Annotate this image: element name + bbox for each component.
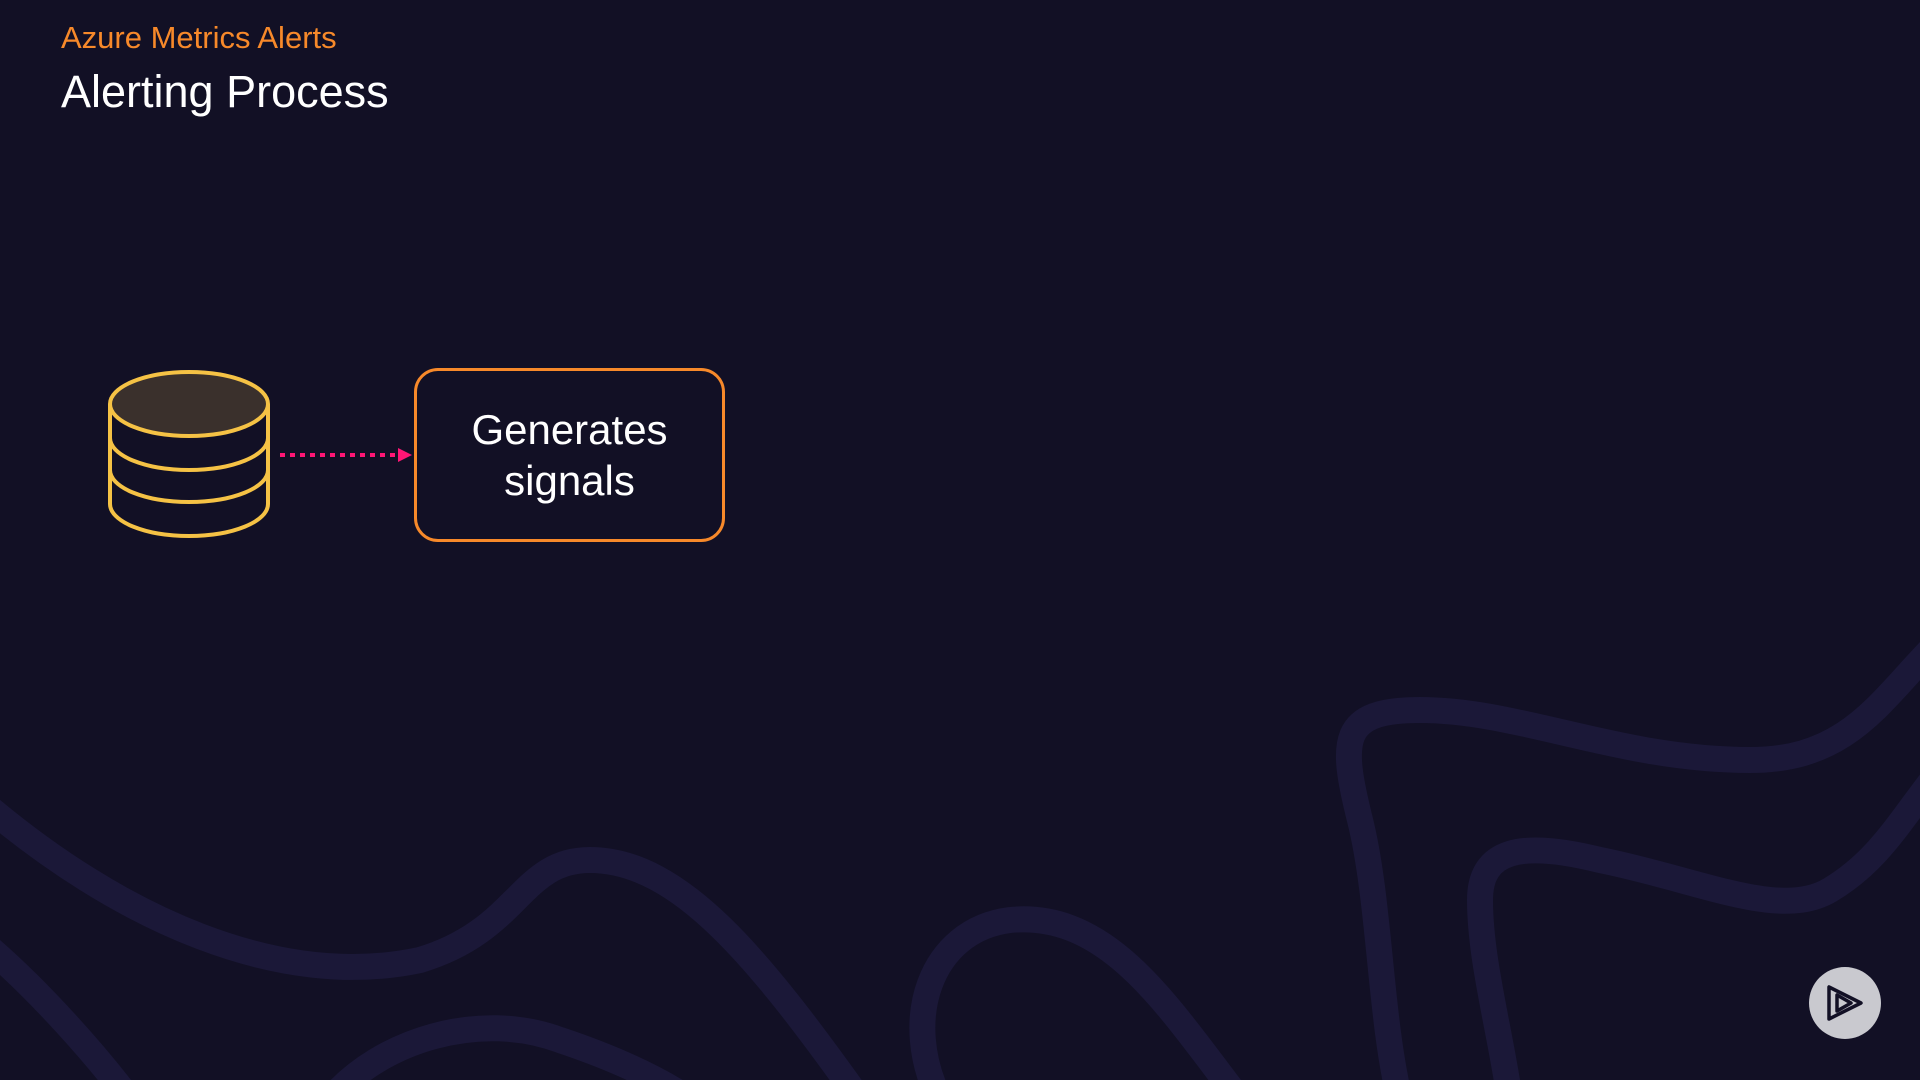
play-logo-icon xyxy=(1809,967,1881,1039)
slide-title: Alerting Process xyxy=(61,66,389,117)
database-icon xyxy=(108,370,270,538)
step-label: Generates signals xyxy=(471,406,668,504)
dotted-arrow-connector xyxy=(280,448,412,462)
slide-subtitle: Azure Metrics Alerts xyxy=(61,20,337,55)
step-box-generates-signals: Generates signals xyxy=(414,368,725,542)
